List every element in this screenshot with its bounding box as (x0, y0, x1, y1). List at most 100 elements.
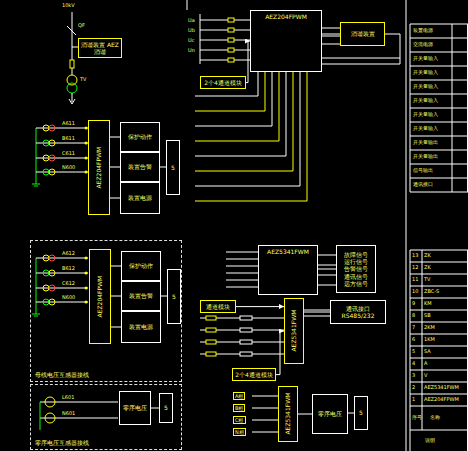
node-text: 零序电压 (123, 404, 147, 411)
table-line (410, 346, 468, 347)
wire (226, 266, 258, 267)
table-cell: 4 (412, 360, 415, 366)
wire (252, 408, 278, 409)
ct-coil (43, 270, 49, 276)
device-terminal-block: AEZ204FPWM (88, 120, 110, 215)
wire (195, 126, 272, 127)
node-text: 保护动作 (129, 262, 153, 269)
wire (322, 58, 400, 59)
wire (36, 143, 88, 144)
node-text: 母线电压互感器接线 (35, 371, 89, 378)
wire-connector (318, 269, 336, 270)
table-cell: 13 (412, 252, 418, 258)
table-cell: ZK (424, 264, 431, 270)
table-line (410, 122, 468, 123)
table-cell: 开关量输入 (413, 111, 438, 117)
ground-symbol (34, 316, 38, 317)
table-cell: 5 (412, 348, 415, 354)
wire (195, 156, 286, 157)
node-text: AEZ5341FWM (267, 248, 309, 255)
node-text: 通讯信号 (344, 273, 368, 280)
module-box: 消谐装置 (340, 22, 385, 46)
wire (400, 34, 401, 64)
node-text: 零序电压互感器接线 (35, 439, 89, 446)
wire (36, 128, 88, 129)
terminal-dot (85, 272, 88, 275)
table-line (410, 334, 468, 335)
table-line (410, 24, 468, 25)
wire (195, 201, 307, 202)
module-box: 2个4通道模块 (200, 76, 246, 89)
resistor-symbol (240, 328, 252, 332)
fuse-symbol (70, 60, 74, 68)
node-text: 5 (164, 404, 168, 411)
wire (36, 288, 88, 289)
wire-connector (111, 296, 121, 297)
wire-label: Ua (188, 17, 195, 23)
terminal-symbol (228, 58, 234, 62)
table-cell: 开关量输入 (413, 97, 438, 103)
function-cell: 保护动作 (121, 251, 161, 281)
table-cell: TV (424, 276, 430, 282)
function-cell: 通讯接口 RS485/232 (330, 300, 386, 324)
wire (322, 64, 400, 65)
table-line (410, 80, 468, 81)
ground-symbol (32, 184, 40, 185)
wire (195, 111, 265, 112)
table-line (410, 430, 468, 431)
table-line (467, 24, 468, 192)
table-cell: AEZ204FPWM (424, 396, 459, 402)
wire (226, 280, 258, 281)
function-cell: 5 (354, 396, 368, 430)
ct-coil (43, 140, 49, 146)
table-cell: ZBC-S (424, 288, 439, 294)
node-text: 故障信号 (344, 251, 368, 258)
table-cell: SA (424, 348, 431, 354)
breaker-symbol (67, 26, 76, 35)
node-text: 5 (171, 164, 175, 171)
terminal-symbol (206, 328, 216, 332)
table-cell: SB (424, 312, 431, 318)
terminal-dot (85, 257, 88, 260)
table-cell: 10 (412, 288, 418, 294)
wire (72, 93, 73, 102)
table-line (410, 150, 468, 151)
function-cell: 零序电压 (312, 394, 348, 434)
table-cell: 9 (412, 300, 415, 306)
phase-tag: N相 (233, 428, 246, 436)
table-cell: 开关量输入 (413, 55, 438, 61)
function-cell: 装置电源 (121, 311, 161, 343)
wire-connector (111, 266, 121, 267)
ground-symbol (32, 314, 40, 315)
device-terminal-block: AEZ204FPWM (89, 249, 111, 344)
wire (36, 302, 88, 303)
table-cell: 说明 (425, 437, 435, 443)
device-terminal-block: AEZ5341FWM (278, 386, 298, 442)
wire (200, 60, 250, 61)
ct-coil (49, 155, 55, 161)
terminal-symbol (228, 48, 234, 52)
wire (265, 72, 266, 111)
device-terminal-block: AEZ5341FWM (284, 298, 304, 364)
table-line (410, 286, 468, 287)
resistor-symbol (240, 340, 252, 344)
device-box: AEZ5341FWM (258, 245, 318, 295)
wire (322, 28, 340, 29)
wire-connector (236, 306, 284, 307)
table-cell: 序号 (412, 414, 422, 420)
table-cell: 1KM (424, 336, 435, 342)
table-line (410, 298, 468, 299)
table-cell: 8 (412, 312, 415, 318)
terminal-symbol (228, 18, 234, 22)
node-text: 装置告警 (129, 292, 153, 299)
table-cell: 通讯接口 (413, 181, 433, 187)
wire-connector (111, 327, 121, 328)
wire (200, 30, 250, 31)
table-cell: 2 (412, 384, 415, 390)
bus-feeder (72, 12, 73, 60)
wire-connector (304, 312, 330, 313)
table-cell: 11 (412, 276, 418, 282)
table-line (410, 370, 468, 371)
node-text: 2个4通道模块 (204, 79, 242, 86)
terminal-dot (85, 301, 88, 304)
